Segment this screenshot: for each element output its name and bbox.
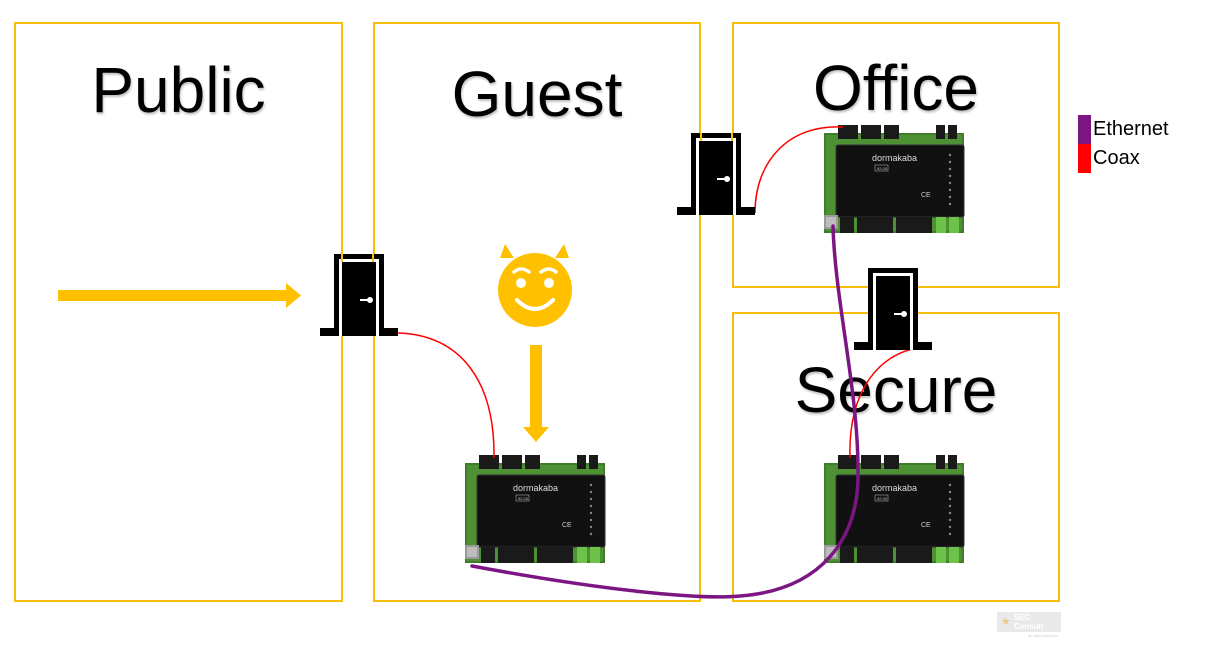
legend-swatch-coax [1078, 144, 1091, 173]
star-icon: ★ [1000, 616, 1011, 628]
door-icon-guest-office [676, 132, 756, 216]
controller-office [823, 124, 965, 234]
logo-text: SEC Consult [1013, 613, 1044, 631]
legend-item-coax: Coax [1078, 144, 1169, 173]
coax-wire-public-door [397, 332, 495, 459]
door-frame-lines [341, 133, 733, 262]
coax-wire-office-door [754, 126, 844, 214]
coax-wire-secure-door [849, 346, 927, 459]
entry-arrow [58, 283, 301, 308]
room-title-secure: Secure [794, 354, 998, 426]
legend-swatch-ethernet [1078, 115, 1091, 144]
ethernet-wire [470, 224, 860, 599]
legend-label-coax: Coax [1093, 147, 1140, 169]
door-icon-public-guest [319, 253, 399, 337]
sec-consult-logo: ★ SEC Consult an Atos business [997, 612, 1061, 638]
logo-subtext: an Atos business [1027, 633, 1058, 638]
devil-face-icon [498, 244, 572, 327]
door-icon-office-secure [853, 267, 933, 351]
controller-secure [823, 454, 965, 564]
legend-item-ethernet: Ethernet [1078, 115, 1169, 144]
legend-label-ethernet: Ethernet [1093, 118, 1169, 140]
room-title-office: Office [813, 52, 979, 124]
attack-arrow [523, 345, 549, 442]
room-title-guest: Guest [451, 58, 623, 130]
legend: Ethernet Coax [1078, 115, 1169, 173]
room-title-public: Public [91, 54, 266, 126]
controller-guest [464, 454, 606, 564]
